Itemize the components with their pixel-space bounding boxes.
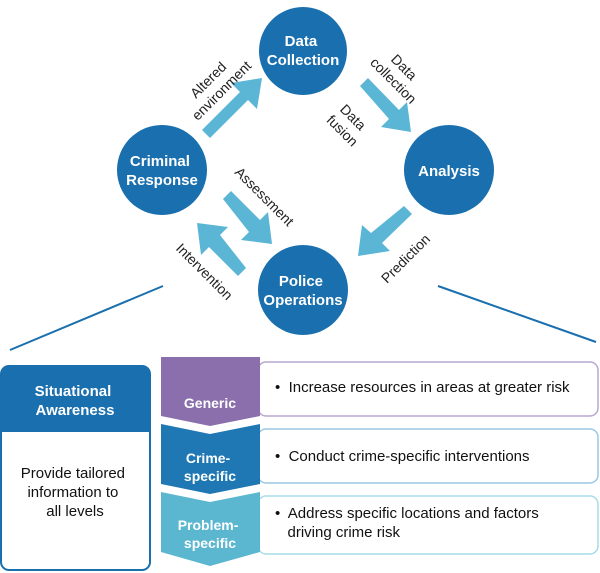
- node-criminal-response-label: Criminal Response: [126, 153, 198, 189]
- arrow-operations-to-response: [197, 223, 246, 276]
- row-problem-specific-text: • Address specific locations and factors…: [275, 505, 568, 541]
- awareness-body: Provide tailored information to all leve…: [21, 465, 129, 520]
- label-data-fusion: Data fusion: [324, 100, 374, 150]
- cycle-nodes: Data Collection Analysis Police Operatio…: [117, 7, 494, 335]
- chevron-generic: [161, 357, 260, 426]
- connector-left: [9, 285, 164, 351]
- arrow-collection-to-analysis: [360, 78, 411, 132]
- cycle-arrows: [197, 78, 412, 276]
- chevron-problem-specific: [161, 492, 260, 566]
- level-rows: Generic Crime- specific Problem- specifi…: [161, 357, 599, 566]
- arrow-response-to-collection: [202, 78, 262, 138]
- node-data-collection-label: Data Collection: [267, 33, 340, 69]
- awareness-title: Situational Awareness: [35, 383, 116, 419]
- node-data-collection: [259, 7, 347, 95]
- node-police-operations-label: Police Operations: [263, 273, 342, 309]
- chevron-generic-label: Generic: [184, 395, 236, 411]
- arrow-analysis-to-operations: [358, 206, 412, 256]
- chevron-crime-specific-label: Crime- specific: [184, 450, 236, 484]
- chevron-crime-specific: [161, 424, 260, 494]
- arrow-response-to-operations: [223, 191, 272, 244]
- awareness-title-bar: [1, 366, 150, 432]
- node-criminal-response: [117, 125, 207, 215]
- node-analysis: [404, 125, 494, 215]
- label-prediction: Prediction: [378, 231, 433, 286]
- situational-awareness-panel: Situational Awareness Provide tailored i…: [0, 365, 151, 571]
- row-generic-text: • Increase resources in areas at greater…: [275, 379, 590, 396]
- node-analysis-label: Analysis: [418, 163, 480, 180]
- row-crime-specific-text: • Conduct crime-specific interventions: [275, 448, 550, 465]
- node-police-operations: [258, 245, 348, 335]
- chevron-problem-specific-label: Problem- specific: [178, 517, 243, 551]
- connector-right: [437, 285, 597, 343]
